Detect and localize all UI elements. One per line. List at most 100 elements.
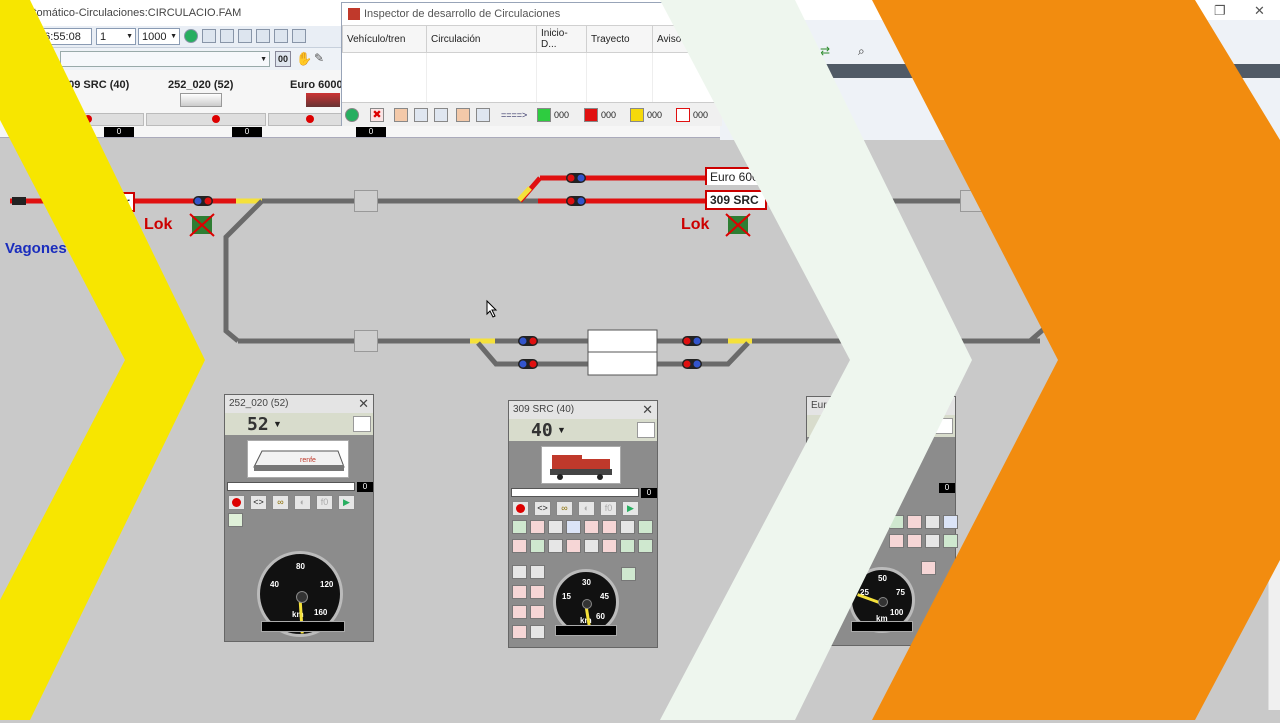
function-icon[interactable]	[512, 625, 527, 639]
column-header[interactable]: Circulación	[426, 25, 537, 53]
function-icon[interactable]	[925, 534, 940, 548]
chevron-down-icon[interactable]: ▼	[557, 425, 566, 435]
route-icon[interactable]: ⇄	[820, 44, 831, 58]
signal-light	[577, 174, 585, 182]
close-icon[interactable]: ✕	[1254, 3, 1265, 18]
speed-bar[interactable]	[511, 488, 639, 497]
binoculars-icon[interactable]: ⌕	[858, 44, 865, 58]
close-icon[interactable]: ✕	[642, 402, 653, 417]
function-icon[interactable]	[566, 539, 581, 553]
function-icon[interactable]	[530, 605, 545, 619]
engine-name[interactable]: Euro 6000	[290, 79, 343, 91]
function-icon[interactable]	[638, 539, 653, 553]
address-display[interactable]: 52▼	[225, 413, 373, 435]
functions-icon[interactable]: ∞	[272, 495, 289, 510]
function-icon[interactable]	[584, 539, 599, 553]
layout-icon[interactable]	[238, 29, 252, 43]
function-icon[interactable]	[943, 515, 958, 529]
delete-icon[interactable]: ✖	[370, 108, 384, 122]
scale-select[interactable]: 1000▼	[138, 28, 180, 45]
f0-button[interactable]: f0	[600, 501, 617, 516]
train-function-icon[interactable]	[228, 513, 243, 527]
function-icon[interactable]	[620, 539, 635, 553]
restore-icon[interactable]: ❐	[1214, 3, 1226, 18]
cascade-icon[interactable]	[434, 108, 448, 122]
function-icon[interactable]	[584, 520, 599, 534]
engine-controls[interactable]	[146, 113, 266, 126]
speed-bar[interactable]	[227, 482, 355, 491]
light-icon[interactable]: ◐	[294, 495, 311, 510]
hand-icon[interactable]: ✋	[296, 51, 313, 66]
close-icon[interactable]: ✕	[358, 396, 369, 411]
throttle-titlebar: 252_020 (52)✕	[225, 395, 373, 413]
track-block[interactable]	[354, 190, 378, 212]
frame-icon[interactable]	[456, 108, 470, 122]
function-icon[interactable]	[530, 520, 545, 534]
column-header[interactable]: Trayecto	[586, 25, 653, 53]
function-icon[interactable]	[620, 520, 635, 534]
function-icon[interactable]	[602, 539, 617, 553]
direction-icon[interactable]: <>	[250, 495, 267, 510]
function-icon[interactable]	[512, 520, 527, 534]
route-select[interactable]: ▼	[60, 51, 270, 67]
chevron-down-icon[interactable]: ▼	[273, 419, 282, 429]
column-header[interactable]: Inicio-D...	[536, 25, 587, 53]
window-icon[interactable]	[220, 29, 234, 43]
function-icon[interactable]	[512, 565, 527, 579]
red-status-icon[interactable]	[584, 108, 598, 122]
function-icon[interactable]	[621, 567, 636, 581]
address-display[interactable]: 40▼	[509, 419, 657, 441]
play-icon[interactable]: ▶	[338, 495, 355, 510]
engine-name[interactable]: 309 SRC (40)	[62, 79, 130, 91]
functions-icon[interactable]: ∞	[556, 501, 573, 516]
table-icon[interactable]	[256, 29, 270, 43]
list-icon[interactable]	[274, 29, 288, 43]
train-label[interactable]: 309 SRC	[705, 190, 767, 210]
function-icon[interactable]	[530, 539, 545, 553]
function-icon[interactable]	[907, 515, 922, 529]
engine-name[interactable]: 252_020 (52)	[168, 79, 234, 91]
function-icon[interactable]	[925, 515, 940, 529]
column-header[interactable]: Vehículo/tren	[342, 25, 427, 53]
yellow-status-icon[interactable]	[630, 108, 644, 122]
throttle-window[interactable]: 309 SRC (40)✕ 40▼ 0 <> ∞ ◐ f0 ▶ 15 30 45…	[508, 400, 658, 648]
function-icon[interactable]	[889, 534, 904, 548]
function-icon[interactable]	[638, 520, 653, 534]
function-icon[interactable]	[566, 520, 581, 534]
function-icon[interactable]	[943, 534, 958, 548]
tile-icon[interactable]	[414, 108, 428, 122]
stop-icon[interactable]	[516, 504, 525, 513]
track-block[interactable]	[354, 330, 378, 352]
function-icon[interactable]	[512, 585, 527, 599]
light-icon[interactable]: ◐	[578, 501, 595, 516]
refresh-icon[interactable]	[345, 108, 359, 122]
function-icon[interactable]	[530, 625, 545, 639]
alert-status-icon[interactable]	[676, 108, 690, 122]
function-icon[interactable]	[512, 605, 527, 619]
function-icon[interactable]	[548, 520, 563, 534]
window-icon[interactable]	[394, 108, 408, 122]
function-icon[interactable]	[907, 534, 922, 548]
edit-icon[interactable]: ✎	[314, 51, 325, 65]
play-icon[interactable]: ▶	[622, 501, 639, 516]
stop-icon[interactable]	[232, 498, 241, 507]
function-icon[interactable]	[530, 585, 545, 599]
green-status-icon[interactable]	[537, 108, 551, 122]
stop-icon[interactable]	[84, 115, 92, 123]
stop-icon[interactable]	[212, 115, 220, 123]
grid-icon[interactable]	[202, 29, 216, 43]
status-light-icon[interactable]	[184, 29, 198, 43]
function-icon[interactable]	[548, 539, 563, 553]
function-icon[interactable]	[512, 539, 527, 553]
throttle-window[interactable]: 252_020 (52)✕ 52▼ renfe 0 <> ∞ ◐ f0 ▶ 40…	[224, 394, 374, 642]
multiplier-select[interactable]: 1▼	[96, 28, 136, 45]
f0-button[interactable]: f0	[316, 495, 333, 510]
direction-icon[interactable]: <>	[534, 501, 551, 516]
minimize-icon[interactable]	[476, 108, 490, 122]
stop-icon[interactable]	[306, 115, 314, 123]
inspector-title: Inspector de desarrollo de Circulaciones	[364, 8, 561, 20]
function-icon[interactable]	[602, 520, 617, 534]
function-icon[interactable]	[530, 565, 545, 579]
function-icon[interactable]	[921, 561, 936, 575]
settings-icon[interactable]	[292, 29, 306, 43]
